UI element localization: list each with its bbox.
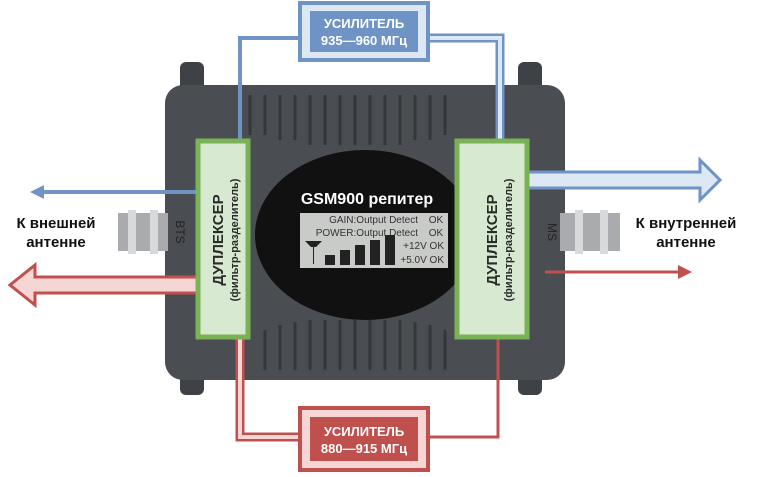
lcd-gain-label: GAIN:Output Detect [329,215,418,226]
duplexer-left-subtitle: (фильтр-разделитель) [229,178,241,301]
signal-bars [325,235,395,265]
signal-bar [340,250,350,265]
lcd-5v-status: +5.0V OK [400,255,444,266]
arrow-in-uplink [678,265,692,279]
amplifier-bottom-title: УСИЛИТЕЛЬ [324,424,404,439]
external-antenna-label: К внешней [16,215,95,232]
internal-antenna-label: К внутренней [636,215,737,232]
arrow-in-downlink [30,185,44,199]
port-label-left: BTS [173,220,187,243]
port-label-right: MS [545,223,559,241]
device-title: GSM900 репитер [301,191,433,208]
amplifier-bottom-freq: 880—915 МГц [321,441,407,456]
amplifier-top-title: УСИЛИТЕЛЬ [324,16,404,31]
signal-bar [385,235,395,265]
internal-antenna-label-2: антенне [656,234,716,251]
connector-right [560,210,620,254]
antenna-icon [305,241,322,264]
external-antenna-label-2: антенне [26,234,86,251]
signal-bar [370,240,380,265]
downlink-path [40,33,505,194]
arrow-out-uplink [7,261,199,309]
lcd-gain-status: OK [429,215,444,226]
connector-left [118,210,168,254]
duplexer-right-title: ДУПЛЕКСЕР [484,194,501,285]
lcd-power-label: POWER:Output Detect [316,228,418,239]
duplexer-right: ДУПЛЕКСЕР (фильтр-разделитель) [454,138,530,340]
lcd-power-status: OK [429,228,444,239]
duplexer-right-subtitle: (фильтр-разделитель) [503,178,515,301]
lcd-12v-status: +12V OK [403,241,444,252]
amplifier-top-freq: 935—960 МГц [321,33,407,48]
signal-bar [325,255,335,265]
amplifier-downlink: УСИЛИТЕЛЬ 935—960 МГц [298,1,430,62]
lcd-display: GAIN:Output Detect OK POWER:Output Detec… [300,213,448,268]
amplifier-uplink: УСИЛИТЕЛЬ 880—915 МГц [298,406,430,472]
signal-bar [355,245,365,265]
duplexer-left: ДУПЛЕКСЕР (фильтр-разделитель) [195,138,251,340]
uplink-path [235,270,680,442]
arrow-out-downlink [525,156,723,204]
duplexer-left-title: ДУПЛЕКСЕР [210,194,227,285]
